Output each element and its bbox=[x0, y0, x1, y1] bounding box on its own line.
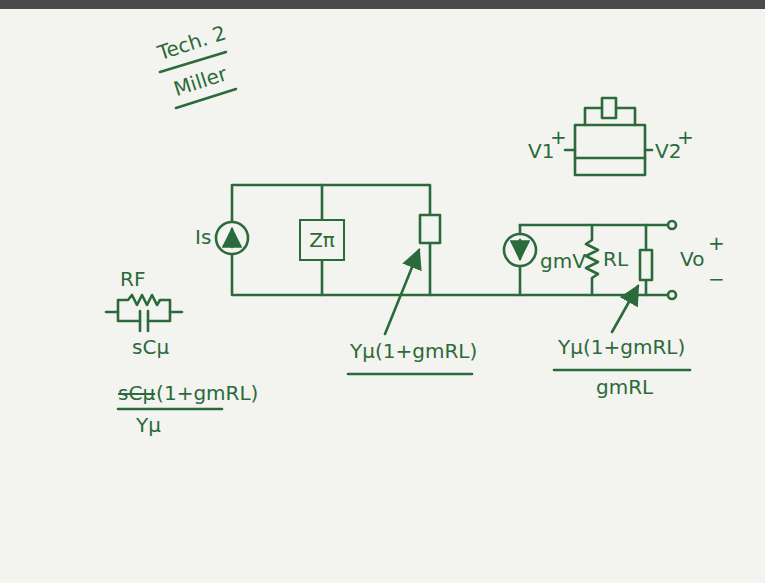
wire bbox=[148, 312, 170, 321]
two-port-box bbox=[575, 125, 645, 175]
fraction-bar bbox=[118, 408, 222, 411]
impedance-box: Zπ bbox=[299, 219, 345, 261]
wire bbox=[118, 312, 140, 321]
struck-term: sCμ bbox=[118, 382, 155, 405]
underline bbox=[348, 373, 472, 376]
fraction-bar bbox=[554, 369, 690, 372]
terminal bbox=[668, 221, 676, 229]
leader-arrow bbox=[612, 286, 638, 332]
capacitor-symbol bbox=[139, 311, 142, 331]
denominator: gmRL bbox=[596, 376, 653, 399]
box-text: Zπ bbox=[309, 229, 335, 252]
polarity-sign: + bbox=[677, 126, 694, 149]
capacitor-label: sCμ bbox=[132, 336, 169, 359]
terminal bbox=[668, 291, 676, 299]
wire bbox=[565, 149, 575, 152]
source-arrow bbox=[519, 240, 522, 259]
wire bbox=[585, 108, 602, 125]
polarity-sign: + bbox=[708, 232, 725, 255]
output-label: Vo bbox=[680, 248, 704, 271]
denominator: Yμ bbox=[136, 414, 161, 437]
admittance-box bbox=[602, 98, 616, 118]
polarity-sign: − bbox=[708, 268, 725, 291]
source-label: gmV bbox=[540, 250, 586, 273]
title-text: Tech. 2 bbox=[155, 21, 229, 65]
wire bbox=[645, 149, 652, 152]
wire bbox=[616, 108, 635, 125]
source-arrow bbox=[231, 229, 234, 247]
resistor-label: RF bbox=[120, 268, 145, 291]
wire bbox=[575, 157, 645, 160]
leader-arrow bbox=[385, 250, 419, 334]
polarity-sign: + bbox=[550, 126, 567, 149]
resistor-symbol bbox=[106, 295, 182, 312]
board-edge bbox=[0, 0, 765, 9]
admittance-label: Yμ(1+gmRL) bbox=[350, 340, 477, 363]
title-text: Miller bbox=[171, 62, 230, 101]
admittance-label: Yμ(1+gmRL) bbox=[558, 336, 685, 359]
factor: (1+gmRL) bbox=[156, 382, 258, 405]
resistor-symbol bbox=[586, 225, 598, 295]
wire bbox=[520, 225, 672, 226]
wire bbox=[232, 185, 430, 222]
current-source bbox=[216, 222, 248, 254]
resistor-label: RL bbox=[603, 248, 628, 271]
admittance-box bbox=[420, 215, 440, 243]
wire bbox=[429, 243, 432, 295]
source-label: Is bbox=[195, 226, 211, 249]
admittance-box bbox=[640, 250, 652, 280]
dependent-current-source bbox=[504, 234, 536, 266]
